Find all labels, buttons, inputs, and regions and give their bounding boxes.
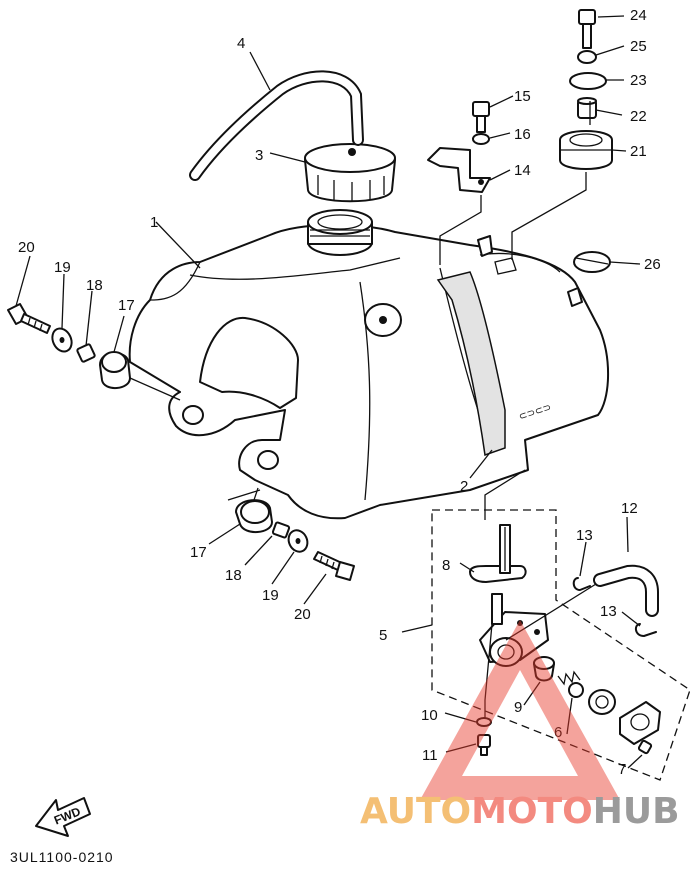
hose-clip-upper	[572, 577, 591, 591]
watermark-auto: AUTO	[360, 791, 471, 832]
callout-20-upper: 20	[18, 239, 35, 256]
callout-4: 4	[237, 35, 245, 52]
fwd-arrow-icon: FWD	[35, 797, 91, 837]
fuel-hose	[505, 564, 659, 641]
callout-22: 22	[630, 108, 647, 125]
callout-18-upper: 18	[86, 277, 103, 294]
callout-14: 14	[514, 162, 531, 179]
callout-26: 26	[644, 256, 661, 273]
automotohub-watermark: AUTOMOTOHUB	[360, 620, 680, 832]
watermark-hub: HUB	[593, 791, 680, 832]
callout-5: 5	[379, 627, 387, 644]
front-mount-hardware-lower	[227, 487, 355, 581]
callout-10: 10	[421, 707, 438, 724]
callout-17-upper: 17	[118, 297, 135, 314]
callout-7: 7	[618, 761, 626, 778]
callout-11: 11	[422, 747, 438, 764]
callout-labels: 1 2 3 4 5 6 7 8 9 10 11 12 13 13 14 15 1…	[18, 7, 661, 778]
breather-hose	[189, 70, 364, 181]
callout-24: 24	[630, 7, 647, 24]
fuel-cap	[304, 143, 396, 203]
watermark-triangle-icon	[420, 620, 620, 800]
callout-25: 25	[630, 38, 647, 55]
callout-16: 16	[514, 126, 531, 143]
foam-strip	[436, 271, 506, 457]
callout-6: 6	[554, 724, 562, 741]
callout-13-upper: 13	[576, 527, 593, 544]
callout-19-upper: 19	[54, 259, 71, 276]
callout-15: 15	[514, 88, 531, 105]
leader-lines	[15, 15, 643, 769]
fuel-tank: ⊂⊃⊂⊃	[128, 209, 609, 520]
callout-18-lower: 18	[225, 567, 242, 584]
callout-12: 12	[621, 500, 638, 517]
callout-17-lower: 17	[190, 544, 207, 561]
callout-21: 21	[630, 143, 647, 160]
callout-19-lower: 19	[262, 587, 279, 604]
watermark-moto: MOTO	[471, 791, 593, 832]
callout-23: 23	[630, 72, 647, 89]
callout-3: 3	[255, 147, 263, 164]
callout-20-lower: 20	[294, 606, 311, 623]
rear-mount-hardware	[427, 9, 613, 273]
callout-13-lower: 13	[600, 603, 617, 620]
callout-9: 9	[514, 699, 522, 716]
callout-2: 2	[460, 478, 468, 495]
front-mount-hardware-upper	[7, 303, 181, 401]
callout-1: 1	[150, 214, 158, 231]
part-code: 3UL1100-0210	[10, 849, 114, 865]
svg-text:AUTOMOTOHUB: AUTOMOTOHUB	[360, 791, 680, 832]
callout-8: 8	[442, 557, 450, 574]
